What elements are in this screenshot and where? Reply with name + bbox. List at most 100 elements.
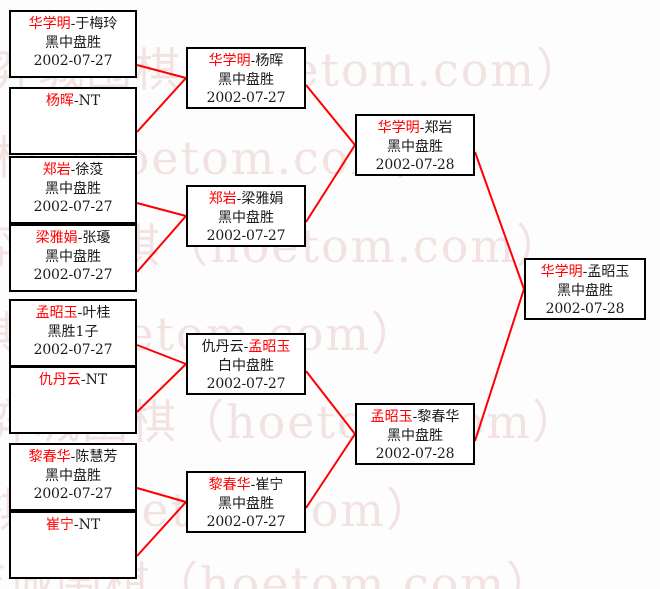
match-players: 华学明-于梅玲 [11, 15, 135, 34]
player-separator: - [70, 162, 76, 178]
player-winner: 孟昭玉 [35, 305, 78, 321]
connector-r1m2-to-r2m1 [136, 77, 187, 133]
player-winner: 杨晖 [45, 93, 74, 109]
match-date: 2002-07-27 [206, 376, 286, 393]
connector-r2m1-to-r3m1 [305, 84, 356, 146]
match-date: 2002-07-27 [206, 228, 286, 245]
match-players: 梁雅娟-张瓇 [11, 229, 135, 248]
match-result: 黑中盘胜 [45, 467, 101, 484]
player-loser: 孟昭玉 [587, 264, 630, 280]
player-loser: 叶桂 [82, 305, 111, 321]
match-date: 2002-07-27 [33, 199, 113, 216]
match-box-r1m6[interactable]: 仇丹云-NT [9, 366, 137, 434]
match-players: 华学明-杨晖 [188, 52, 304, 71]
player-separator: - [73, 517, 79, 533]
player-winner: 仇丹云 [38, 372, 81, 388]
match-box-r1m5[interactable]: 孟昭玉-叶桂黑胜1子 2002-07-27 [9, 299, 137, 367]
match-players: 杨晖-NT [11, 92, 135, 111]
match-box-r4m1[interactable]: 华学明-孟昭玉黑中盘胜 2002-07-28 [524, 258, 646, 320]
player-separator: - [73, 93, 79, 109]
connector-r1m1-to-r2m1 [136, 64, 187, 79]
player-loser: NT [78, 517, 101, 533]
connector-r3m1-to-r4m1 [474, 151, 525, 290]
match-players: 仇丹云-孟昭玉 [188, 338, 304, 357]
player-winner: 梁雅娟 [35, 230, 78, 246]
player-separator: - [77, 230, 83, 246]
connector-r1m4-to-r2m2 [136, 215, 187, 273]
player-winner: 崔宁 [45, 517, 74, 533]
match-date: 2002-07-27 [33, 486, 113, 503]
connector-r2m4-to-r3m2 [305, 433, 356, 509]
player-loser: 杨晖 [255, 53, 284, 69]
player-winner: 郑岩 [42, 162, 71, 178]
player-separator: - [243, 339, 249, 355]
player-loser: NT [78, 93, 101, 109]
match-date: 2002-07-28 [375, 157, 455, 174]
player-loser: 仇丹云 [201, 339, 244, 355]
player-loser: 郑岩 [424, 120, 453, 136]
match-box-r3m2[interactable]: 孟昭玉-黎春华黑中盘胜 2002-07-28 [355, 403, 475, 465]
player-winner: 华学明 [540, 264, 583, 280]
connector-r1m5-to-r2m3 [136, 344, 187, 365]
match-result: 黑中盘胜 [45, 180, 101, 197]
player-separator: - [77, 305, 83, 321]
player-loser: 陈慧芳 [75, 449, 118, 465]
match-date: 2002-07-27 [206, 90, 286, 107]
match-date: 2002-07-28 [545, 301, 625, 318]
match-box-r1m8[interactable]: 崔宁-NT [9, 511, 137, 579]
match-players: 华学明-孟昭玉 [526, 263, 644, 282]
match-players: 华学明-郑岩 [357, 119, 473, 138]
player-loser: 张瓇 [82, 230, 111, 246]
match-result: 白中盘胜 [218, 357, 274, 374]
player-winner: 黎春华 [28, 449, 71, 465]
connector-r3m2-to-r4m1 [474, 288, 525, 442]
player-winner: 华学明 [208, 53, 251, 69]
player-winner: 华学明 [28, 16, 71, 32]
player-winner: 孟昭玉 [248, 339, 291, 355]
match-players: 郑岩-徐莈 [11, 161, 135, 180]
player-loser: 崔宁 [255, 477, 284, 493]
player-separator: - [419, 120, 425, 136]
connector-r1m8-to-r2m4 [136, 501, 187, 557]
match-players: 孟昭玉-黎春华 [357, 408, 473, 427]
match-result: 黑中盘胜 [557, 282, 613, 299]
match-result: 黑中盘胜 [218, 495, 274, 512]
match-result: 黑中盘胜 [45, 34, 101, 51]
player-separator: - [236, 191, 242, 207]
connector-r1m3-to-r2m2 [136, 202, 187, 217]
connector-r2m2-to-r3m1 [305, 144, 356, 223]
match-result: 黑中盘胜 [387, 138, 443, 155]
match-players: 黎春华-崔宁 [188, 476, 304, 495]
match-players: 黎春华-陈慧芳 [11, 448, 135, 467]
connector-r1m7-to-r2m4 [136, 487, 187, 503]
match-players: 郑岩-梁雅娟 [188, 190, 304, 209]
match-date: 2002-07-27 [33, 267, 113, 284]
match-box-r1m2[interactable]: 杨晖-NT [9, 87, 137, 155]
match-date: 2002-07-27 [33, 342, 113, 359]
player-loser: 梁雅娟 [241, 191, 284, 207]
match-players: 崔宁-NT [11, 516, 135, 535]
match-result: 黑中盘胜 [387, 427, 443, 444]
player-separator: - [70, 16, 76, 32]
match-date: 2002-07-28 [375, 446, 455, 463]
player-winner: 华学明 [377, 120, 420, 136]
match-result: 黑胜1子 [47, 323, 99, 340]
player-separator: - [80, 372, 86, 388]
player-loser: 于梅玲 [75, 16, 118, 32]
player-separator: - [250, 477, 256, 493]
player-separator: - [70, 449, 76, 465]
player-loser: 徐莈 [75, 162, 104, 178]
player-winner: 孟昭玉 [370, 409, 413, 425]
match-date: 2002-07-27 [33, 53, 113, 70]
player-loser: 黎春华 [417, 409, 460, 425]
